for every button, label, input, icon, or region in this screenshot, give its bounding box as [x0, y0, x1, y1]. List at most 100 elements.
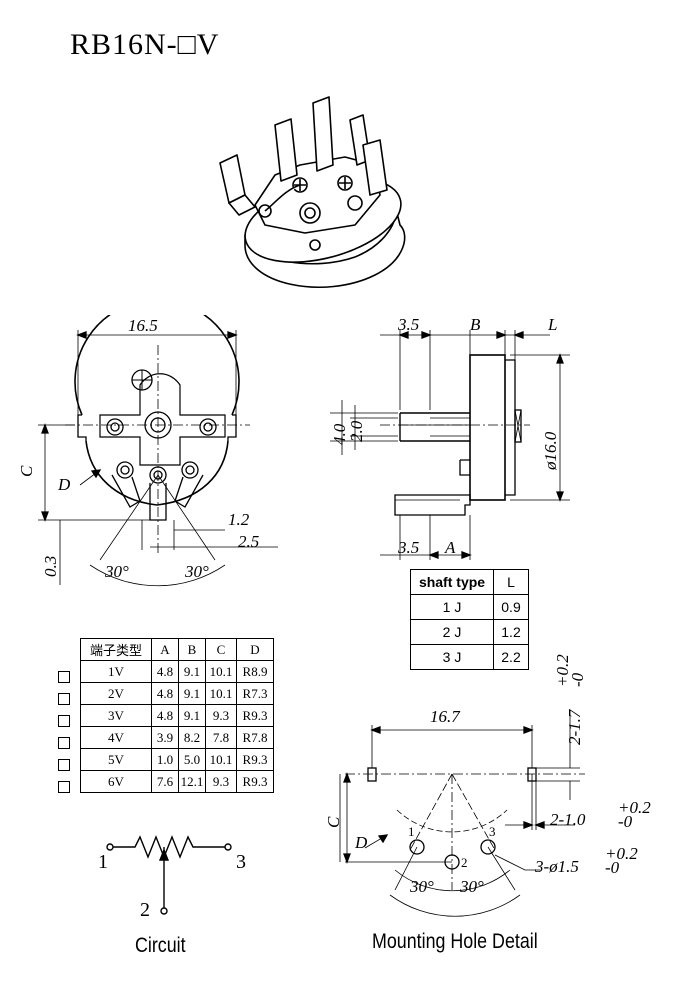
circuit-pin-1: 1 — [98, 851, 108, 873]
table-cell: 3V — [80, 704, 152, 727]
page-title: RB16N-□V — [70, 28, 220, 61]
table-cell: 4.8 — [151, 660, 179, 683]
dim-a-label: A — [444, 538, 456, 557]
terminal-type-table: 端子类型 A B C D 1V 4.8 9.1 10.1 R8.9 2V 4.8… — [80, 638, 274, 793]
table-header-row: shaft type L — [410, 569, 529, 595]
table-header: A — [151, 638, 179, 661]
dim-d-label: D — [57, 475, 71, 494]
table-header: B — [178, 638, 206, 661]
checkbox-2v[interactable] — [58, 693, 70, 705]
checkbox-5v[interactable] — [58, 759, 70, 771]
circuit-caption: Circuit — [135, 934, 186, 957]
table-cell: 9.1 — [178, 660, 206, 683]
dim-diameter-label: ø16.0 — [541, 431, 560, 471]
table-header-row: 端子类型 A B C D — [80, 638, 274, 661]
dim-1-2-label: 1.2 — [228, 510, 250, 529]
mount-hole-3-label: 3 — [489, 824, 496, 839]
angle-right-label: 30° — [184, 562, 209, 581]
dim-l-label: L — [547, 315, 557, 334]
table-cell: 1 J — [410, 594, 494, 620]
mount-slot-height-tol: +0.2 — [553, 654, 572, 687]
table-cell: 6V — [80, 770, 152, 793]
dim-3-5-bottom-label: 3.5 — [397, 538, 419, 557]
mount-width-label: 16.7 — [430, 707, 461, 726]
table-cell: 7.6 — [151, 770, 179, 793]
table-cell: R9.3 — [236, 748, 274, 771]
checkbox-6v[interactable] — [58, 781, 70, 793]
mount-holes-tol: +0.2 — [605, 844, 638, 863]
dim-c-label: C — [20, 465, 36, 477]
mount-slot-width-label: 2-1.0 — [550, 810, 586, 829]
circuit-pin-2: 2 — [140, 899, 150, 921]
shaft-type-table: shaft type L 1 J 0.9 2 J 1.2 3 J 2.2 — [410, 569, 529, 670]
angle-left-label: 30° — [104, 562, 129, 581]
circuit-diagram: 1 3 2 — [98, 835, 246, 921]
side-view-drawing: 3.5 B L 4.0 2.0 ø16.0 3.5 A — [330, 315, 570, 560]
table-row: 1 J 0.9 — [410, 594, 529, 620]
table-header: shaft type — [410, 569, 494, 595]
dim-2-5-label: 2.5 — [238, 532, 259, 551]
table-cell: 5.0 — [178, 748, 206, 771]
table-cell: 4.8 — [151, 704, 179, 727]
front-view-drawing: 16.5 C D 1.2 2.5 0.3 30° 30° — [20, 315, 278, 587]
mount-d-label: D — [354, 833, 368, 852]
table-header: D — [236, 638, 274, 661]
mount-slot-width-tol: +0.2 — [618, 798, 651, 817]
checkbox-4v[interactable] — [58, 737, 70, 749]
table-cell: R8.9 — [236, 660, 274, 683]
table-cell: 9.3 — [205, 770, 237, 793]
mount-slot-height-label: 2-1.7 — [565, 708, 584, 745]
table-cell: 4.8 — [151, 682, 179, 705]
mounting-caption: Mounting Hole Detail — [372, 930, 538, 953]
mount-holes-label: 3-ø1.5 — [534, 857, 579, 876]
table-row: 1V 4.8 9.1 10.1 R8.9 — [80, 660, 274, 683]
table-header: C — [205, 638, 237, 661]
mount-slot-width-tol2: -0 — [618, 812, 633, 831]
dim-4-0-label: 4.0 — [330, 423, 349, 445]
mount-hole-1-label: 1 — [408, 824, 415, 839]
table-cell: 5V — [80, 748, 152, 771]
table-cell: 3 J — [410, 644, 494, 670]
table-cell: 9.1 — [178, 704, 206, 727]
mount-holes-tol2: -0 — [605, 858, 620, 877]
table-cell: 2.2 — [493, 644, 529, 670]
table-header: 端子类型 — [80, 638, 152, 661]
table-cell: 3.9 — [151, 726, 179, 749]
dim-0-3-label: 0.3 — [41, 556, 60, 577]
table-cell: R7.8 — [236, 726, 274, 749]
dim-b-label: B — [470, 315, 481, 334]
mount-slot-height-tol2: -0 — [568, 672, 587, 687]
table-cell: 1.2 — [493, 619, 529, 645]
mount-c-label: C — [325, 816, 343, 828]
table-cell: R9.3 — [236, 770, 274, 793]
table-cell: 9.3 — [205, 704, 237, 727]
mounting-hole-detail-drawing: 16.7 2-1.7 +0.2 -0 2-1.0 +0.2 -0 3-ø1.5 … — [325, 654, 651, 917]
checkbox-3v[interactable] — [58, 715, 70, 727]
circuit-pin-3: 3 — [236, 851, 246, 873]
table-cell: 7.8 — [205, 726, 237, 749]
table-row: 4V 3.9 8.2 7.8 R7.8 — [80, 726, 274, 749]
mount-angle-right-label: 30° — [459, 877, 484, 896]
table-cell: 8.2 — [178, 726, 206, 749]
table-cell: 10.1 — [205, 660, 237, 683]
table-row: 3 J 2.2 — [410, 644, 529, 670]
dim-width-label: 16.5 — [128, 316, 158, 335]
table-cell: 10.1 — [205, 748, 237, 771]
table-cell: 1.0 — [151, 748, 179, 771]
isometric-potentiometer-drawing — [219, 96, 406, 288]
table-cell: 10.1 — [205, 682, 237, 705]
table-row: 2 J 1.2 — [410, 619, 529, 645]
table-row: 6V 7.6 12.1 9.3 R9.3 — [80, 770, 274, 793]
mount-angle-left-label: 30° — [409, 877, 434, 896]
table-cell: 12.1 — [178, 770, 206, 793]
table-cell: R7.3 — [236, 682, 274, 705]
table-cell: R9.3 — [236, 704, 274, 727]
table-header: L — [493, 569, 529, 595]
dim-2-0-label: 2.0 — [347, 420, 366, 442]
checkbox-1v[interactable] — [58, 671, 70, 683]
table-row: 2V 4.8 9.1 10.1 R7.3 — [80, 682, 274, 705]
table-row: 3V 4.8 9.1 9.3 R9.3 — [80, 704, 274, 727]
table-cell: 1V — [80, 660, 152, 683]
table-cell: 4V — [80, 726, 152, 749]
table-cell: 9.1 — [178, 682, 206, 705]
